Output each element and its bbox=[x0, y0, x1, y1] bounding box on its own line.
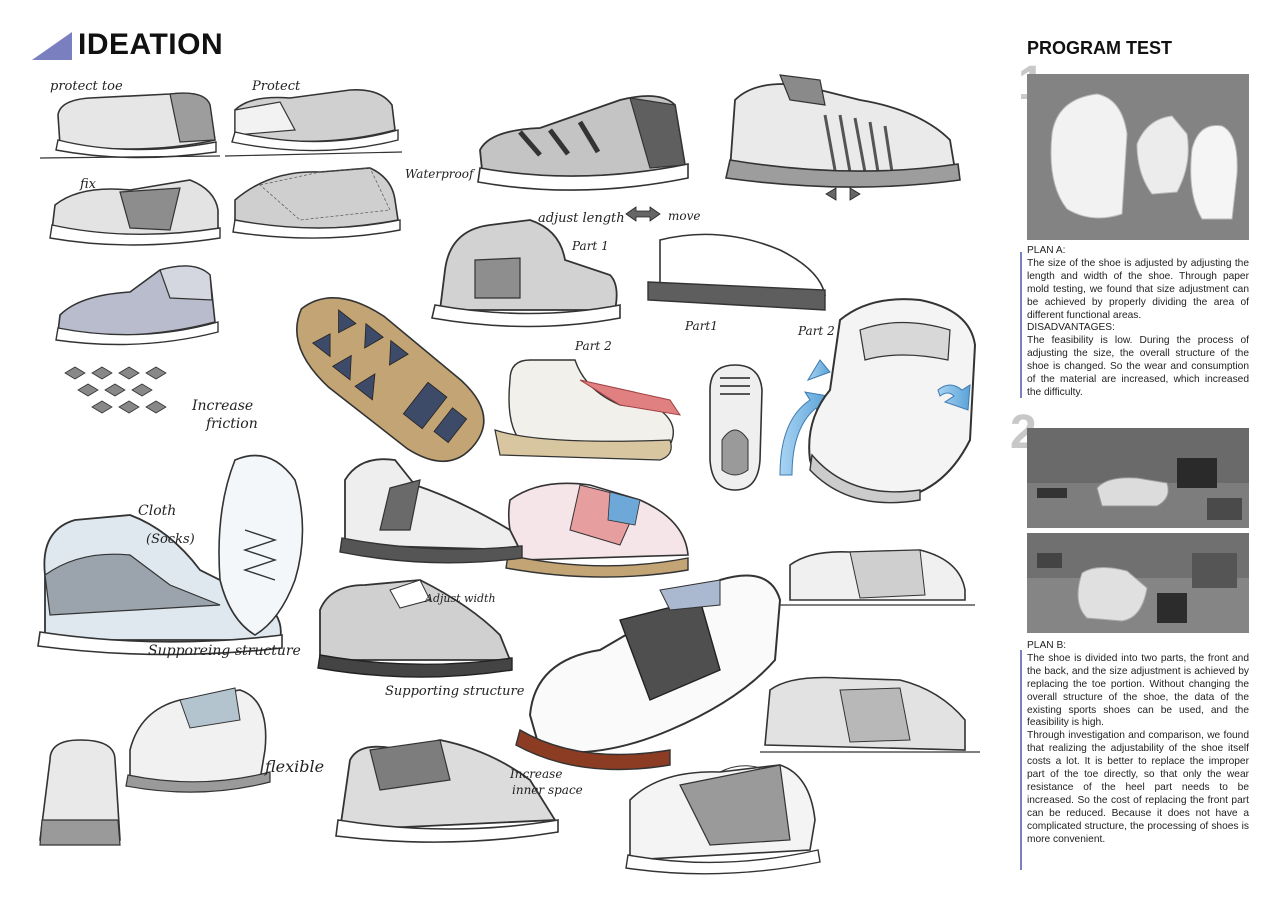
plan-a-divider bbox=[1020, 252, 1022, 398]
disadvantages-label: DISADVANTAGES: bbox=[1027, 322, 1115, 334]
annotation-supporting-structure-1: Supporeing structure bbox=[148, 643, 301, 659]
sketch-shoe-right-3 bbox=[625, 764, 821, 875]
sketch-shoe-part-split: Part1 Part 2 bbox=[647, 233, 835, 338]
sketch-sock-insole bbox=[494, 359, 682, 461]
sketch-shoe-fix: fix bbox=[49, 177, 221, 246]
annotation-part2-a: Part 2 bbox=[574, 339, 612, 353]
sketch-heel-view bbox=[39, 739, 121, 846]
workshop-illustration-2 bbox=[1027, 533, 1249, 633]
sketch-shoe-cloth-socks: Cloth (Socks) Supporeing structure bbox=[37, 503, 301, 659]
annotation-protect-toe: protect toe bbox=[50, 79, 123, 94]
paper-mold-photo bbox=[1027, 74, 1249, 240]
plan-a-section: PLAN A: The size of the shoe is adjusted… bbox=[1027, 245, 1249, 400]
annotation-part1-a: Part 1 bbox=[571, 239, 609, 253]
annotation-waterproof: Waterproof bbox=[405, 167, 476, 181]
annotation-flexible: flexible bbox=[264, 757, 324, 776]
plan-b-divider bbox=[1020, 650, 1022, 870]
sketch-shoe-elastic-bands bbox=[725, 74, 961, 201]
workshop-photo-2 bbox=[1027, 533, 1249, 633]
sketch-outsole bbox=[296, 297, 485, 463]
annotation-part2-b: Part 2 bbox=[797, 324, 835, 338]
annotation-adjust-width: Adjust width bbox=[424, 592, 496, 605]
sketch-shoe-right-2 bbox=[760, 676, 980, 753]
sketch-shoe-adjust-length: adjust length move bbox=[477, 95, 700, 226]
sketch-canvas: protect toe Protect fix Waterproof Incre… bbox=[37, 74, 980, 875]
page-title: IDEATION bbox=[78, 28, 224, 61]
sketch-shoe-protect-toe: protect toe bbox=[39, 79, 221, 159]
sketch-shoe-inner-space: Increase inner space bbox=[335, 739, 583, 843]
disadvantages-text: The feasibility is low. During the proce… bbox=[1027, 335, 1249, 398]
sketch-shoe-adjust-width: Adjust width Supporting structure bbox=[317, 579, 525, 699]
plan-a-label: PLAN A: bbox=[1027, 245, 1066, 256]
sketch-shoe-final-render bbox=[515, 574, 782, 771]
sketch-shoe-flexible: flexible bbox=[125, 687, 324, 793]
annotation-increase-inner-2: inner space bbox=[512, 783, 583, 797]
friction-pattern: Increase friction bbox=[64, 366, 258, 432]
annotation-friction: friction bbox=[205, 416, 258, 432]
plan-b-section: PLAN B: The shoe is divided into two par… bbox=[1027, 640, 1249, 847]
workshop-photo-1 bbox=[1027, 428, 1249, 528]
sketch-insole-top bbox=[709, 364, 763, 491]
plan-a-text: The size of the shoe is adjusted by adju… bbox=[1027, 257, 1249, 321]
annotation-cloth: Cloth bbox=[138, 503, 176, 519]
program-test-title: PROGRAM TEST bbox=[1027, 38, 1173, 58]
annotation-adjust-length: adjust length bbox=[538, 211, 625, 226]
sketch-shoe-part1: Part 1 Part 2 bbox=[431, 219, 621, 353]
sketch-sole-top-view bbox=[218, 454, 304, 636]
annotation-move: move bbox=[668, 209, 700, 223]
annotation-fix: fix bbox=[79, 177, 97, 192]
ideation-sketches: protect toe Protect fix Waterproof Incre… bbox=[20, 60, 1010, 900]
annotation-increase-inner-1: Increase bbox=[509, 767, 562, 781]
sketch-shoe-white-large bbox=[808, 298, 977, 504]
sketch-shoe-friction bbox=[55, 265, 219, 346]
annotation-part1-b: Part1 bbox=[684, 319, 718, 333]
page-header: IDEATION bbox=[32, 28, 223, 62]
plan-b-label: PLAN B: bbox=[1027, 640, 1067, 651]
sketch-shoe-protect: Protect bbox=[224, 79, 403, 157]
sketch-shoe-pink bbox=[505, 482, 689, 578]
sketch-shoe-right-1 bbox=[780, 549, 975, 606]
plan-b-text: The shoe is divided into two parts, the … bbox=[1027, 652, 1249, 729]
sketch-shoe-waterproof: Waterproof bbox=[232, 167, 476, 239]
conclusion-text: Through investigation and comparison, we… bbox=[1027, 730, 1249, 845]
annotation-supporting-structure-2: Supporting structure bbox=[385, 684, 525, 699]
title-triangle-icon bbox=[32, 32, 72, 60]
annotation-socks: (Socks) bbox=[146, 532, 195, 547]
sketch-shoe-mid-strap bbox=[339, 458, 523, 564]
workshop-illustration-1 bbox=[1027, 428, 1249, 528]
annotation-protect: Protect bbox=[251, 79, 301, 94]
paper-mold-illustration bbox=[1027, 74, 1249, 240]
annotation-increase: Increase bbox=[191, 398, 253, 414]
